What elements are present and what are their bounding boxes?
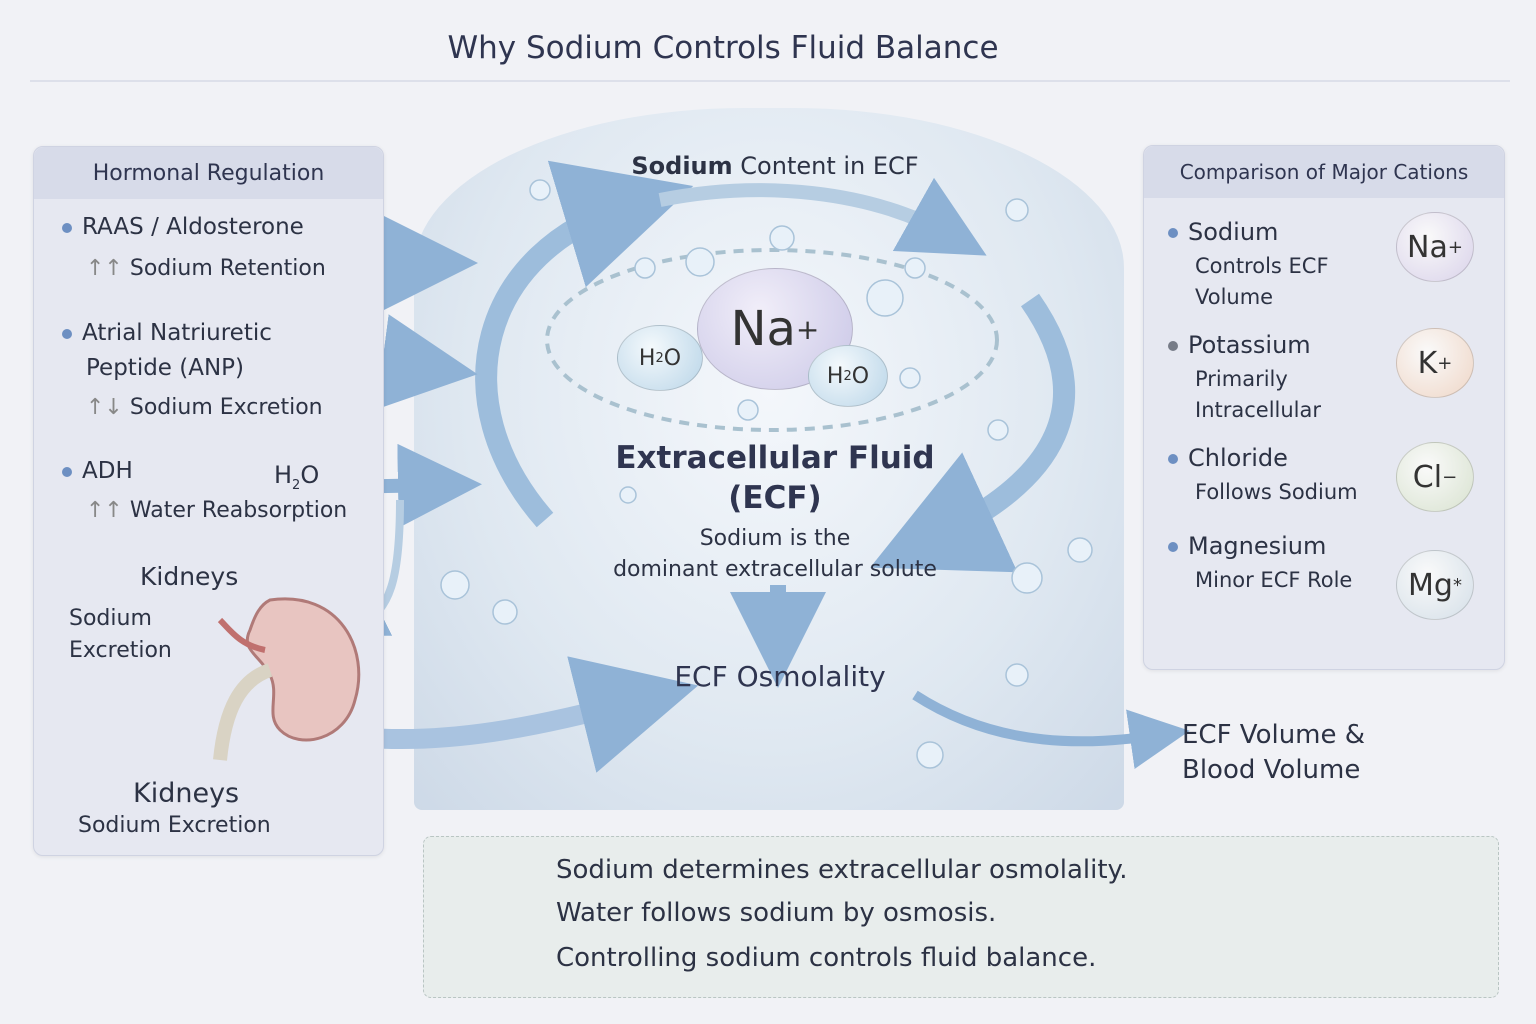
- ecf-osmolality-label: ECF Osmolality: [674, 660, 886, 693]
- cation-chloride-icon: Cl−: [1396, 442, 1474, 512]
- hormonal-heading: Hormonal Regulation: [34, 147, 383, 199]
- cation-desc: Follows Sodium: [1195, 480, 1358, 504]
- kidneys-bottom-sub: Sodium Excretion: [78, 813, 271, 838]
- adh-item: ADH: [62, 458, 133, 484]
- summary-line: Controlling sodium controls fluid balanc…: [556, 943, 1097, 973]
- cation-sodium-icon: Na+: [1396, 212, 1474, 282]
- cation-name-sodium: Sodium: [1168, 218, 1278, 246]
- page-title: Why Sodium Controls Fluid Balance: [447, 30, 999, 66]
- bullet-icon: [1168, 341, 1178, 351]
- up-arrows-icon: ↑↑: [86, 256, 123, 281]
- anp-item: Atrial Natriuretic: [62, 320, 272, 346]
- outcome-line1: ECF Volume &: [1182, 720, 1366, 750]
- summary-line: Water follows sodium by osmosis.: [556, 898, 997, 928]
- sodium-content-label: Sodium Content in ECF: [631, 152, 919, 180]
- hormonal-regulation-panel: Hormonal Regulation: [33, 146, 384, 856]
- summary-line: Sodium determines extracellular osmolali…: [556, 855, 1128, 885]
- adh-effect: ↑↑ Water Reabsorption: [86, 498, 348, 523]
- ecf-dashed-ring: [545, 248, 999, 432]
- cation-name-chloride: Chloride: [1168, 444, 1288, 472]
- cation-desc: Controls ECF: [1195, 254, 1329, 278]
- title-divider: [30, 80, 1510, 82]
- bullet-icon: [1168, 454, 1178, 464]
- cation-desc: Intracellular: [1195, 398, 1322, 422]
- cations-heading: Comparison of Major Cations: [1144, 146, 1504, 198]
- up-down-arrows-icon: ↑↓: [86, 395, 123, 420]
- ecf-desc-line1: Sodium is the: [699, 526, 851, 551]
- outcome-line2: Blood Volume: [1182, 755, 1361, 785]
- ecf-title-line2: (ECF): [728, 480, 822, 516]
- cycle-arrow-top: [658, 177, 987, 256]
- cation-magnesium-icon: Mg*: [1396, 550, 1474, 620]
- bullet-icon: [62, 466, 72, 477]
- cation-potassium-icon: K+: [1396, 328, 1474, 398]
- kidney-to-osmolality-arrow: [338, 656, 699, 773]
- anp-effect: ↑↓ Sodium Excretion: [86, 395, 323, 420]
- kidney-side-line1: Sodium: [69, 606, 152, 631]
- cation-desc: Minor ECF Role: [1195, 568, 1353, 592]
- kidneys-label: Kidneys: [140, 562, 239, 591]
- cation-name-potassium: Potassium: [1168, 331, 1311, 359]
- cation-desc: Primarily: [1195, 367, 1288, 391]
- raas-item: RAAS / Aldosterone: [62, 214, 304, 240]
- bullet-icon: [1168, 228, 1178, 238]
- up-arrows-icon: ↑↑: [86, 498, 123, 523]
- bullet-icon: [62, 222, 72, 233]
- cation-desc: Volume: [1195, 285, 1274, 309]
- bullet-icon: [62, 328, 72, 339]
- cation-name-magnesium: Magnesium: [1168, 532, 1326, 560]
- kidneys-bottom-label: Kidneys: [133, 778, 240, 809]
- summary-box: Sodium determines extracellular osmolali…: [423, 836, 1499, 998]
- cycle-arrow-left: [475, 160, 694, 528]
- bullet-icon: [1168, 542, 1178, 552]
- kidney-icon: [213, 597, 361, 761]
- osmolality-to-volume-arrow: [912, 690, 1190, 769]
- adh-water-label: H2O: [274, 461, 320, 493]
- ecf-title-line1: Extracellular Fluid: [615, 440, 935, 476]
- raas-effect: ↑↑ Sodium Retention: [86, 256, 326, 281]
- cycle-arrow-right: [870, 293, 1076, 573]
- ecf-desc-line2: dominant extracellular solute: [613, 557, 937, 582]
- anp-item-line2: Peptide (ANP): [86, 355, 245, 381]
- kidney-side-line2: Excretion: [69, 638, 172, 663]
